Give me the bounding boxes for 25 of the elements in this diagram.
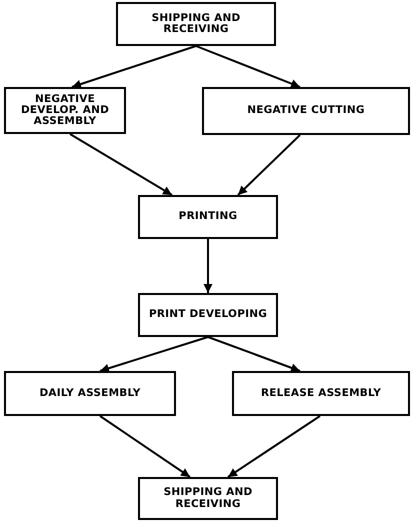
process-box	[138, 293, 278, 337]
process-box	[232, 371, 410, 416]
arrow	[196, 45, 300, 88]
box-label: RELEASE ASSEMBLY	[260, 388, 382, 399]
process-box	[4, 371, 176, 416]
arrow	[208, 336, 300, 372]
arrow	[72, 45, 196, 88]
arrow	[99, 415, 191, 478]
process-box	[4, 87, 126, 134]
process-box	[116, 2, 276, 46]
arrow	[100, 336, 208, 373]
process-box	[202, 87, 410, 135]
box-label: NEGATIVE DEVELOP. AND ASSEMBLY	[20, 94, 110, 128]
box-label: SHIPPING AND RECEIVING	[162, 487, 254, 510]
arrow	[237, 134, 301, 196]
box-label: PRINT DEVELOPING	[148, 309, 268, 320]
box-label: NEGATIVE CUTTING	[247, 105, 365, 116]
box-label: SHIPPING AND RECEIVING	[150, 12, 242, 36]
box-label: PRINTING	[178, 211, 238, 222]
arrow	[227, 415, 321, 478]
process-box	[138, 477, 278, 520]
arrow	[204, 239, 212, 293]
arrow	[69, 133, 173, 196]
box-label: DAILY ASSEMBLY	[39, 388, 141, 399]
process-box	[138, 195, 278, 239]
